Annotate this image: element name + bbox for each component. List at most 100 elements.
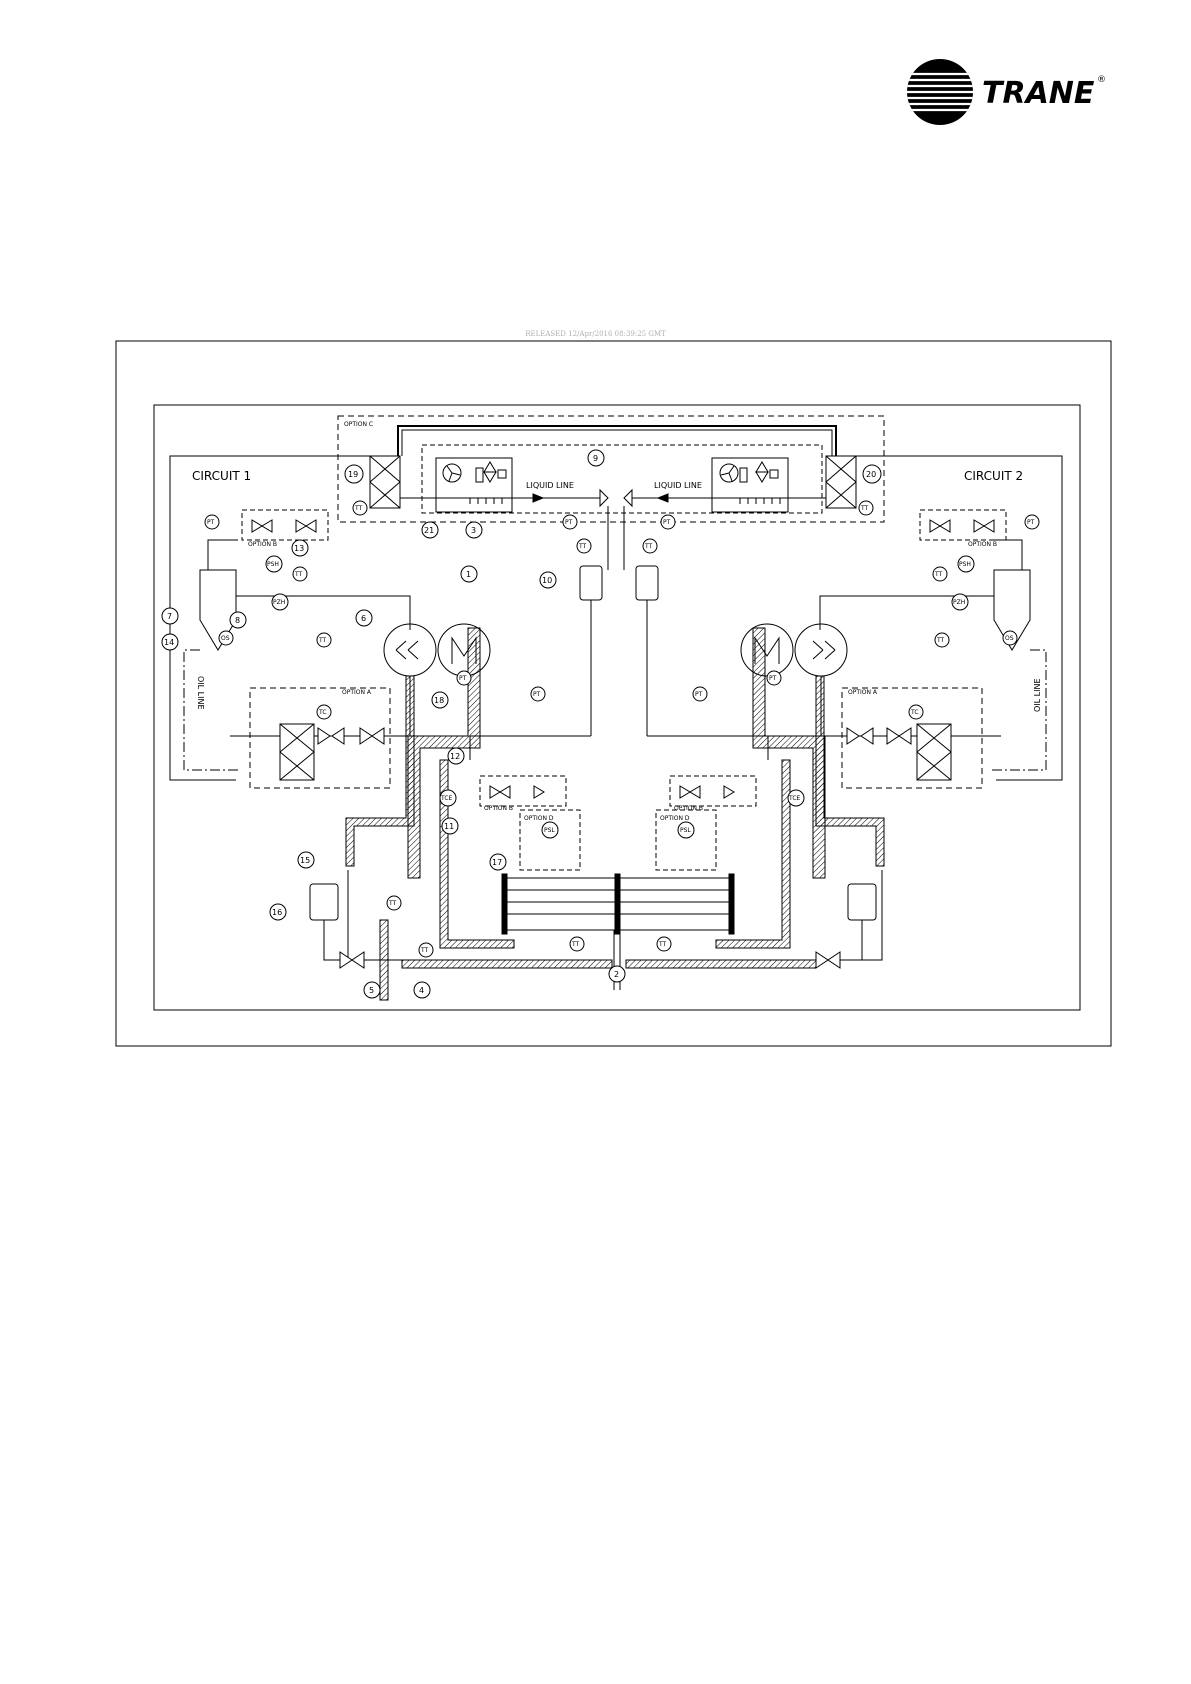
controller-left: [435, 457, 513, 513]
svg-text:OS: OS: [221, 635, 230, 642]
tt-instrument-left-top: TT: [292, 566, 308, 582]
callout-12: 12: [447, 747, 465, 765]
callout-11: 11: [441, 817, 459, 835]
svg-text:19: 19: [348, 470, 358, 479]
controller-right: [711, 457, 789, 513]
option-b-label-lower-right: OPTION B: [674, 805, 703, 812]
psl-instrument-left: PSL: [541, 821, 559, 839]
outer-frame: [115, 340, 1112, 1047]
svg-text:PT: PT: [565, 519, 573, 526]
option-c-box: [337, 415, 885, 523]
svg-text:OS: OS: [1005, 635, 1014, 642]
tce-instrument-left: TCE: [439, 789, 457, 807]
option-c-label: OPTION C: [344, 421, 373, 428]
svg-text:TT: TT: [294, 571, 303, 578]
svg-text:PSH: PSH: [267, 561, 279, 568]
callout-14: 14: [161, 633, 179, 651]
svg-text:9: 9: [593, 454, 598, 463]
filter-drier-left: [579, 565, 603, 601]
filter-left: [309, 883, 339, 921]
tt-instrument-c-left: TT: [352, 500, 368, 516]
svg-text:14: 14: [164, 638, 174, 647]
callout-8: 8: [229, 611, 247, 629]
svg-text:PSL: PSL: [680, 827, 691, 834]
svg-text:11: 11: [444, 822, 454, 831]
svg-text:PT: PT: [663, 519, 671, 526]
compressor-right: [794, 623, 848, 677]
svg-text:TCE: TCE: [788, 795, 801, 802]
tt-instrument-water-outlet: TT: [418, 942, 434, 958]
svg-text:TT: TT: [420, 947, 429, 954]
tt-instrument-evap-right: TT: [656, 936, 672, 952]
svg-text:TT: TT: [318, 637, 327, 644]
option-d-label-right: OPTION D: [660, 815, 690, 822]
os-instrument-right: OS: [1002, 630, 1018, 646]
tce-instrument-right: TCE: [787, 789, 805, 807]
pt-instrument-mid-right: PT: [692, 686, 708, 702]
psh-instrument-left: PSH: [265, 555, 283, 573]
callout-18: 18: [431, 691, 449, 709]
psl-instrument-right: PSL: [677, 821, 695, 839]
svg-text:8: 8: [235, 616, 240, 625]
svg-text:PSH: PSH: [959, 561, 971, 568]
svg-text:18: 18: [434, 696, 444, 705]
tt-instrument-option-a-right: TT: [934, 632, 950, 648]
svg-text:13: 13: [294, 544, 304, 553]
svg-text:15: 15: [300, 856, 310, 865]
pt-instrument-right-top: PT: [1024, 514, 1040, 530]
tc-instrument-right: TC: [908, 704, 924, 720]
registered-mark: ®: [1097, 75, 1106, 85]
callout-17: 17: [489, 853, 507, 871]
oil-line-label-right: OIL LINE: [1033, 678, 1042, 712]
callout-10: 10: [539, 571, 557, 589]
oil-line-label-left: OIL LINE: [196, 676, 205, 710]
option-b-label-left: OPTION B: [248, 541, 277, 548]
callout-21: 21: [421, 521, 439, 539]
filter-right: [847, 883, 877, 921]
circuit-2-label: CIRCUIT 2: [964, 469, 1023, 483]
callout-2: 2: [608, 965, 626, 983]
callout-6: 6: [355, 609, 373, 627]
heat-exchanger-20: [825, 455, 857, 509]
callout-5: 5: [363, 981, 381, 999]
callout-13: 13: [291, 539, 309, 557]
svg-text:TT: TT: [936, 637, 945, 644]
callout-20: 20: [862, 464, 882, 484]
option-b-label-lower-left: OPTION B: [484, 805, 513, 812]
pzh-instrument-right: PZH: [951, 593, 969, 611]
pt-instrument-suction-right: PT: [766, 670, 782, 686]
tt-instrument-option-a-left: TT: [316, 632, 332, 648]
release-stamp: RELEASED 12/Apr/2016 08:39:25 GMT: [525, 330, 666, 338]
svg-text:PT: PT: [1027, 519, 1035, 526]
svg-text:TT: TT: [388, 900, 397, 907]
tt-instrument-liquid-left: TT: [576, 538, 592, 554]
svg-text:10: 10: [542, 576, 552, 585]
pzh-instrument-left: PZH: [271, 593, 289, 611]
pt-instrument-liquid-left: PT: [562, 514, 578, 530]
heat-exchanger-19: [369, 455, 401, 509]
pt-instrument-mid-left: PT: [530, 686, 546, 702]
svg-text:6: 6: [361, 614, 366, 623]
svg-text:TT: TT: [658, 941, 667, 948]
callout-19: 19: [344, 464, 364, 484]
callout-9: 9: [587, 449, 605, 467]
callout-1: 1: [460, 565, 478, 583]
svg-text:PZH: PZH: [953, 599, 965, 606]
compressor-left: [383, 623, 437, 677]
tt-instrument-liquid-right: TT: [642, 538, 658, 554]
tc-instrument-left: TC: [316, 704, 332, 720]
svg-text:PT: PT: [769, 675, 777, 682]
oil-separator-right: [993, 569, 1031, 651]
circuit-1-label: CIRCUIT 1: [192, 469, 251, 483]
svg-text:PT: PT: [207, 519, 215, 526]
svg-text:PSL: PSL: [544, 827, 555, 834]
svg-text:TC: TC: [318, 709, 327, 716]
svg-text:TT: TT: [644, 543, 653, 550]
svg-text:5: 5: [369, 986, 374, 995]
callout-4: 4: [413, 981, 431, 999]
svg-text:TT: TT: [934, 571, 943, 578]
svg-text:TC: TC: [910, 709, 919, 716]
svg-text:TT: TT: [578, 543, 587, 550]
svg-text:TCE: TCE: [440, 795, 453, 802]
svg-text:PZH: PZH: [273, 599, 285, 606]
